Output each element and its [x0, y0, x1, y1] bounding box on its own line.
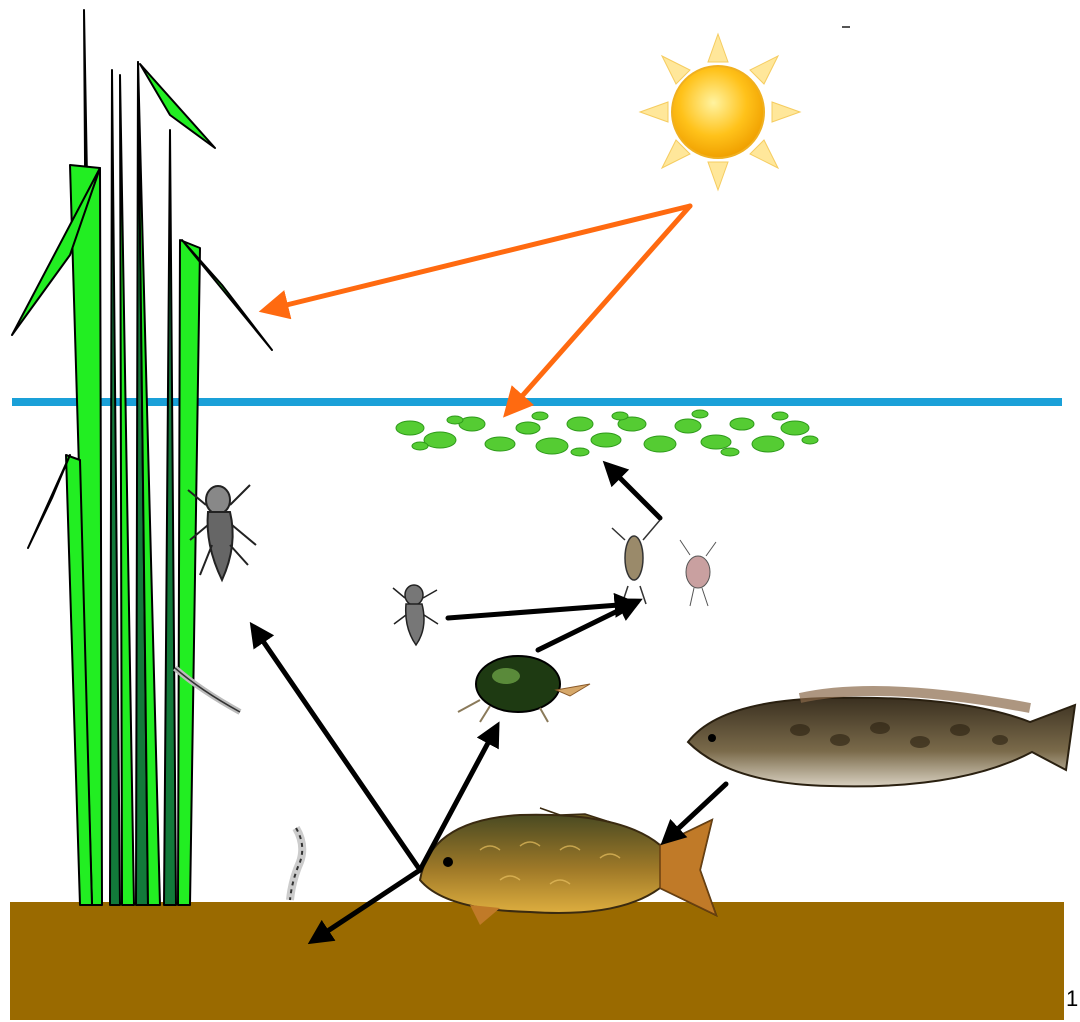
- sediment-bed: [10, 902, 1064, 1020]
- energy-arrows: [266, 206, 690, 412]
- dragonfly-nymph-icon: [393, 585, 438, 645]
- reed-plant-icon: [12, 10, 272, 905]
- carp-to-nymph-arrow: [254, 628, 420, 870]
- bloodworm-icon: [290, 828, 302, 900]
- water-flea-icon: [612, 520, 660, 604]
- page-number: 1: [1066, 986, 1078, 1012]
- zooplankton-to-algae-arrow: [608, 466, 660, 518]
- snakehead-fish-icon: [688, 691, 1075, 786]
- dragonfly-nymph-icon: [188, 485, 256, 580]
- sun-to-reeds-arrow: [266, 206, 690, 310]
- duckweed-icon: [396, 410, 818, 456]
- water-beetle-icon: [458, 656, 590, 722]
- copepod-icon: [680, 540, 716, 606]
- sun-to-algae-arrow: [508, 206, 690, 412]
- sun-icon: [640, 34, 800, 190]
